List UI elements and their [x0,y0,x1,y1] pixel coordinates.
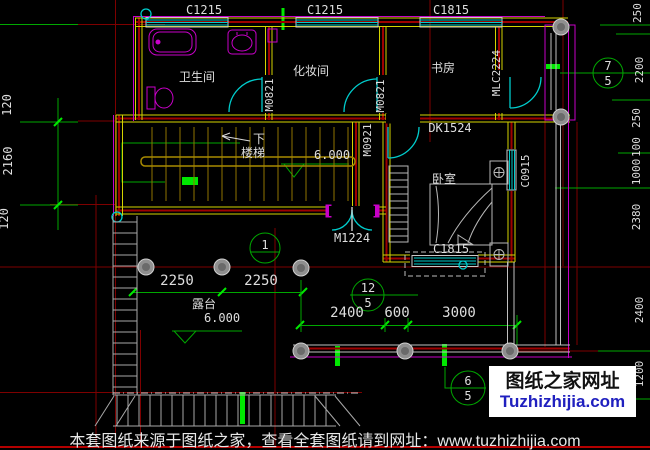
dim-label: 3000 [442,305,476,321]
bedroom-furniture [388,160,509,267]
room-label-terrace: 露台 [192,296,216,311]
window-label: C1215 [307,3,343,17]
door-label-m1224: M1224 [334,231,370,245]
dim-label: 1000 [630,159,643,186]
grid-bubbles-layer [249,57,624,406]
elevation-stair: 6.000 [314,148,350,162]
watermark-site-url: Tuzhizhijia.com [499,391,626,411]
bubble-digit: 7 [604,59,611,73]
stair-handrail [140,156,356,167]
bathtub [148,28,197,56]
bottom-caption: 本套图纸来源于图纸之家，查看全套图纸请到网址：www.tuzhizhijia.c… [69,433,581,450]
bubble-digit: 12 [361,281,375,295]
dim-label: 250 [631,3,644,23]
door-label-m0821: M0821 [374,79,387,112]
bed [429,183,493,246]
section-bubble-1 [249,232,281,264]
door-m0821-dressing [343,77,378,113]
dim-label: 100 [630,137,643,157]
axis-marker-circle [140,8,152,20]
window-label: C1815 [433,3,469,17]
room-label-bedroom: 卧室 [432,171,456,186]
wardrobe [388,165,409,243]
bubble-digit: 5 [364,296,371,310]
dim-label: 2250 [244,273,278,289]
bubble-digit: 6 [464,374,471,388]
dim-label: 2250 [160,273,194,289]
stair-down-arrow [221,132,251,142]
labels-layer: C1215 C1215 C1815 卫生间 化妆间 书房 下 楼梯 卧室 露台 … [0,3,646,403]
door-mlc2224 [509,76,542,109]
window-c1215-mid [295,17,379,28]
window-c1215-left [145,17,229,28]
dim-label: 2200 [633,57,646,84]
door-m0921 [387,126,420,159]
fixtures-layer [146,28,278,110]
watermark-title: 图纸之家网址 [505,370,620,392]
room-label-dressing: 化妆间 [293,64,329,78]
door-label-m0921: M0921 [361,123,374,156]
dim-label: 1200 [633,361,646,388]
dim-label: 250 [630,108,643,128]
room-label-bathroom: 卫生间 [179,70,215,84]
door-label-mlc2224: MLC2224 [490,49,503,96]
nightstand [489,242,509,267]
room-label-study: 书房 [431,60,455,75]
columns-layer [137,18,570,360]
dim-label: 120 [0,94,14,116]
door-m0821-bath [228,77,263,113]
windows-layer [145,17,517,277]
window-label: C0915 [519,154,532,187]
window-c1815-bottom [404,251,486,277]
window-c1815-top [419,17,503,28]
elevation-terrace: 6.000 [204,311,240,325]
window-label: C1215 [186,3,222,17]
dim-label: 2400 [633,297,646,324]
doors-layer [111,8,542,270]
dim-label: 2400 [330,305,364,321]
window-label: C1815 [433,242,469,256]
door-label-dk1524: DK1524 [428,121,471,135]
door-m1224 [331,207,373,231]
bubble-digit: 5 [464,389,471,403]
dim-label: 2380 [630,204,643,231]
stairs [140,127,356,201]
bubble-digit: 1 [261,238,268,252]
dimension-lines-layer [0,8,650,424]
bubble-digit: 5 [604,74,611,88]
sink [227,29,257,55]
dim-label: 600 [384,305,409,321]
stair-down-label: 下 [253,132,265,146]
railings-layer [94,33,570,427]
grid-bubble-7-5 [592,57,624,89]
room-label-stair: 楼梯 [241,145,265,160]
axis-marker-circle [458,260,468,270]
dim-label: 120 [0,208,11,230]
door-label-m0821: M0821 [263,78,276,111]
nightstand [489,160,509,185]
window-c0915 [506,149,517,191]
watermark-box: 图纸之家网址 Tuzhizhijia.com [489,366,636,417]
dim-label: 2160 [1,147,15,176]
